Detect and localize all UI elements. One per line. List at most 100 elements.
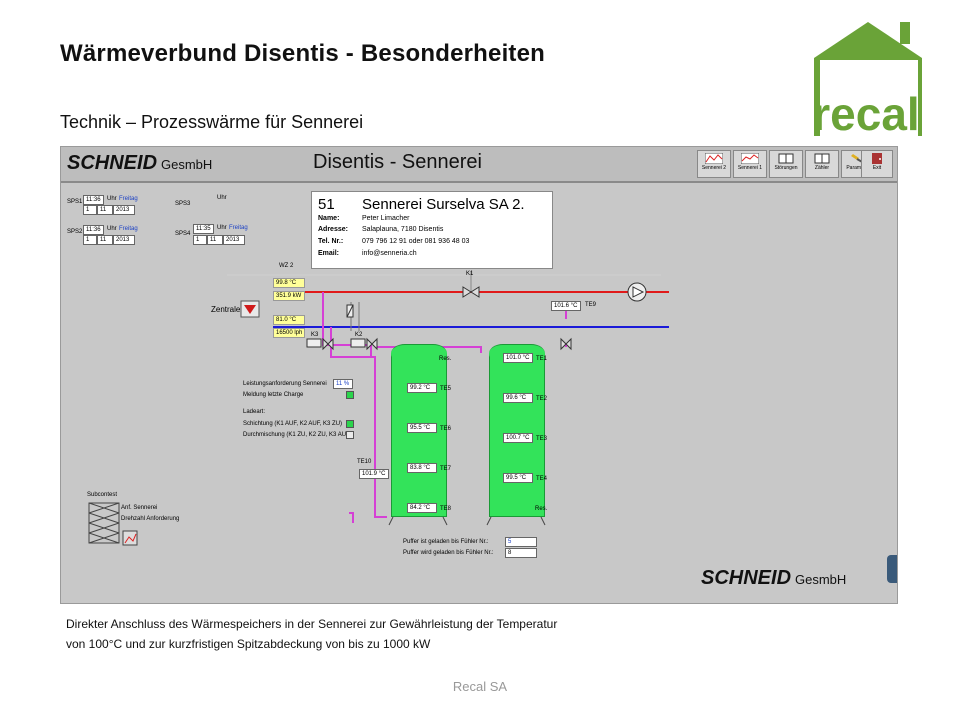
info-label-name: Name: xyxy=(318,215,340,222)
puffer-wird-value[interactable]: 8 xyxy=(505,548,537,558)
sps-day-field[interactable]: 1 xyxy=(193,235,207,245)
durchmischung-label: Durchmischung (K1 ZU, K2 ZU, K3 AUF) xyxy=(243,432,352,438)
ladeart-label: Ladeart: xyxy=(243,409,266,415)
valve-k1-label: K1 xyxy=(466,271,474,277)
customer-info-box: 51 Sennerei Surselva SA 2. Name: Adresse… xyxy=(311,191,553,269)
sps-day-label: Freitag xyxy=(229,225,248,231)
puffer-wird-label: Puffer wird geladen bis Fühler Nr.: xyxy=(403,550,494,556)
info-label-address: Adresse: xyxy=(318,226,348,233)
info-value-email[interactable]: info@senneria.ch xyxy=(362,250,417,257)
te4-value: 99.5 °C xyxy=(503,473,533,483)
sps-time-field[interactable]: 11:35 xyxy=(193,224,214,234)
te9-value: 101.6 °C xyxy=(551,301,581,311)
valve-k3-icon xyxy=(322,337,334,351)
toolbar-button-sennerei-2[interactable]: Sennerei 2 xyxy=(697,150,731,178)
trend-chart-icon xyxy=(705,153,723,164)
te1-label: TE1 xyxy=(536,356,548,362)
valve-k3-label: K3 xyxy=(311,332,319,338)
info-label-phone: Tel. Nr.: xyxy=(318,238,344,245)
wz-supply-temp: 99.8 °C xyxy=(273,278,305,288)
meldung-label: Meldung letzte Charge xyxy=(243,392,304,398)
te5-label: TE5 xyxy=(440,386,452,392)
sps-label: SPS1 xyxy=(67,199,83,205)
sps-time-field[interactable]: 11:36 xyxy=(83,225,104,235)
te7-label: TE7 xyxy=(440,466,452,472)
info-value-address: Salaplauna, 7180 Disentis xyxy=(362,226,444,233)
trend-chart-icon xyxy=(741,153,759,164)
recal-logo: recal xyxy=(812,22,922,136)
wz-flow: 16500 lph xyxy=(273,328,305,338)
te7-value: 83.8 °C xyxy=(407,463,437,473)
sps-uhr-label: Uhr xyxy=(107,226,117,232)
te9-label: TE9 xyxy=(585,302,597,308)
sps-month-field[interactable]: 11 xyxy=(97,205,113,215)
te3-value: 100.7 °C xyxy=(503,433,533,443)
te10-label: TE10 xyxy=(357,459,372,465)
sps-day-field[interactable]: 1 xyxy=(83,205,97,215)
book-icon xyxy=(814,153,830,164)
puffer-geladen-value[interactable]: 5 xyxy=(505,537,537,547)
puffer-geladen-label: Puffer ist geladen bis Fühler Nr.: xyxy=(403,539,489,545)
wz-return-temp: 81.0 °C xyxy=(273,315,305,325)
exit-door-icon xyxy=(872,153,882,164)
te1-value: 101.0 °C xyxy=(503,353,533,363)
toolbar-button-zaehler[interactable]: Zähler xyxy=(805,150,839,178)
te6-value: 95.5 °C xyxy=(407,423,437,433)
te8-label: TE8 xyxy=(440,506,452,512)
info-label-email: Email: xyxy=(318,250,340,257)
wz-power: 351.9 kW xyxy=(273,291,305,301)
sps-year-field[interactable]: 2013 xyxy=(223,235,245,245)
description-line-1: Direkter Anschluss des Wärmespeichers in… xyxy=(66,617,558,631)
sps-label: SPS3 xyxy=(175,201,191,207)
logo-text: recal xyxy=(812,88,919,136)
subcontest-title: Subcontest xyxy=(87,492,118,498)
side-tab-handle[interactable] xyxy=(887,555,897,583)
leistung-label: Leistungsanforderung Sennerei xyxy=(243,381,327,387)
sps-year-field[interactable]: 2013 xyxy=(113,235,135,245)
customer-name: Sennerei Surselva SA 2. xyxy=(362,196,525,213)
meldung-indicator xyxy=(346,391,354,399)
toolbar-button-stoerungen[interactable]: Störungen xyxy=(769,150,803,178)
subcontest-item-1: Anf. Sennerei xyxy=(121,505,158,511)
sps-day-label: Freitag xyxy=(119,226,138,232)
sps-month-field[interactable]: 11 xyxy=(97,235,113,245)
schichtung-checkbox[interactable] xyxy=(346,420,354,428)
te3-label: TE3 xyxy=(536,436,548,442)
toolbar-button-sennerei-1[interactable]: Sennerei 1 xyxy=(733,150,767,178)
sps-label: SPS2 xyxy=(67,229,83,235)
valve-k1-icon xyxy=(462,286,480,298)
tank-left-res-label: Res. xyxy=(439,356,452,362)
sps-time-field[interactable]: 11:36 xyxy=(83,195,104,205)
durchmischung-checkbox[interactable] xyxy=(346,431,354,439)
sps-day-field[interactable]: 1 xyxy=(83,235,97,245)
schichtung-label: Schichtung (K1 AUF, K2 AUF, K3 ZU) xyxy=(243,421,343,427)
tank-right-res-label: Res. xyxy=(535,506,548,512)
sps-month-field[interactable]: 11 xyxy=(207,235,223,245)
valve-k2-icon xyxy=(366,337,378,351)
description-line-2: von 100°C und zur kurzfristigen Spitzabd… xyxy=(66,637,431,651)
book-icon xyxy=(778,153,794,164)
te4-label: TE4 xyxy=(536,476,548,482)
toolbar-button-exit[interactable]: Exit xyxy=(861,150,893,178)
te6-label: TE6 xyxy=(440,426,452,432)
sps-uhr-label: Uhr xyxy=(217,225,227,231)
zentrale-label: Zentrale xyxy=(211,305,241,314)
storage-tank-left xyxy=(391,344,447,517)
piping-diagram xyxy=(88,271,669,546)
sps-year-field[interactable]: 2013 xyxy=(113,205,135,215)
sps-label: SPS4 xyxy=(175,231,191,237)
leistung-value[interactable]: 11 % xyxy=(333,379,353,389)
slide-description: Direkter Anschluss des Wärmespeichers in… xyxy=(66,614,706,654)
sps-uhr-label: Uhr xyxy=(107,196,117,202)
valve-te9-icon xyxy=(560,337,572,351)
slide-title: Wärmeverbund Disentis - Besonderheiten xyxy=(60,40,546,67)
customer-number: 51 xyxy=(318,196,335,213)
sps-day-label: Freitag xyxy=(119,196,138,202)
slide-subtitle: Technik – Prozesswärme für Sennerei xyxy=(60,112,364,132)
slide-footer: Recal SA xyxy=(452,679,508,694)
subcontest-item-2: Drehzahl Anforderung xyxy=(121,516,180,522)
